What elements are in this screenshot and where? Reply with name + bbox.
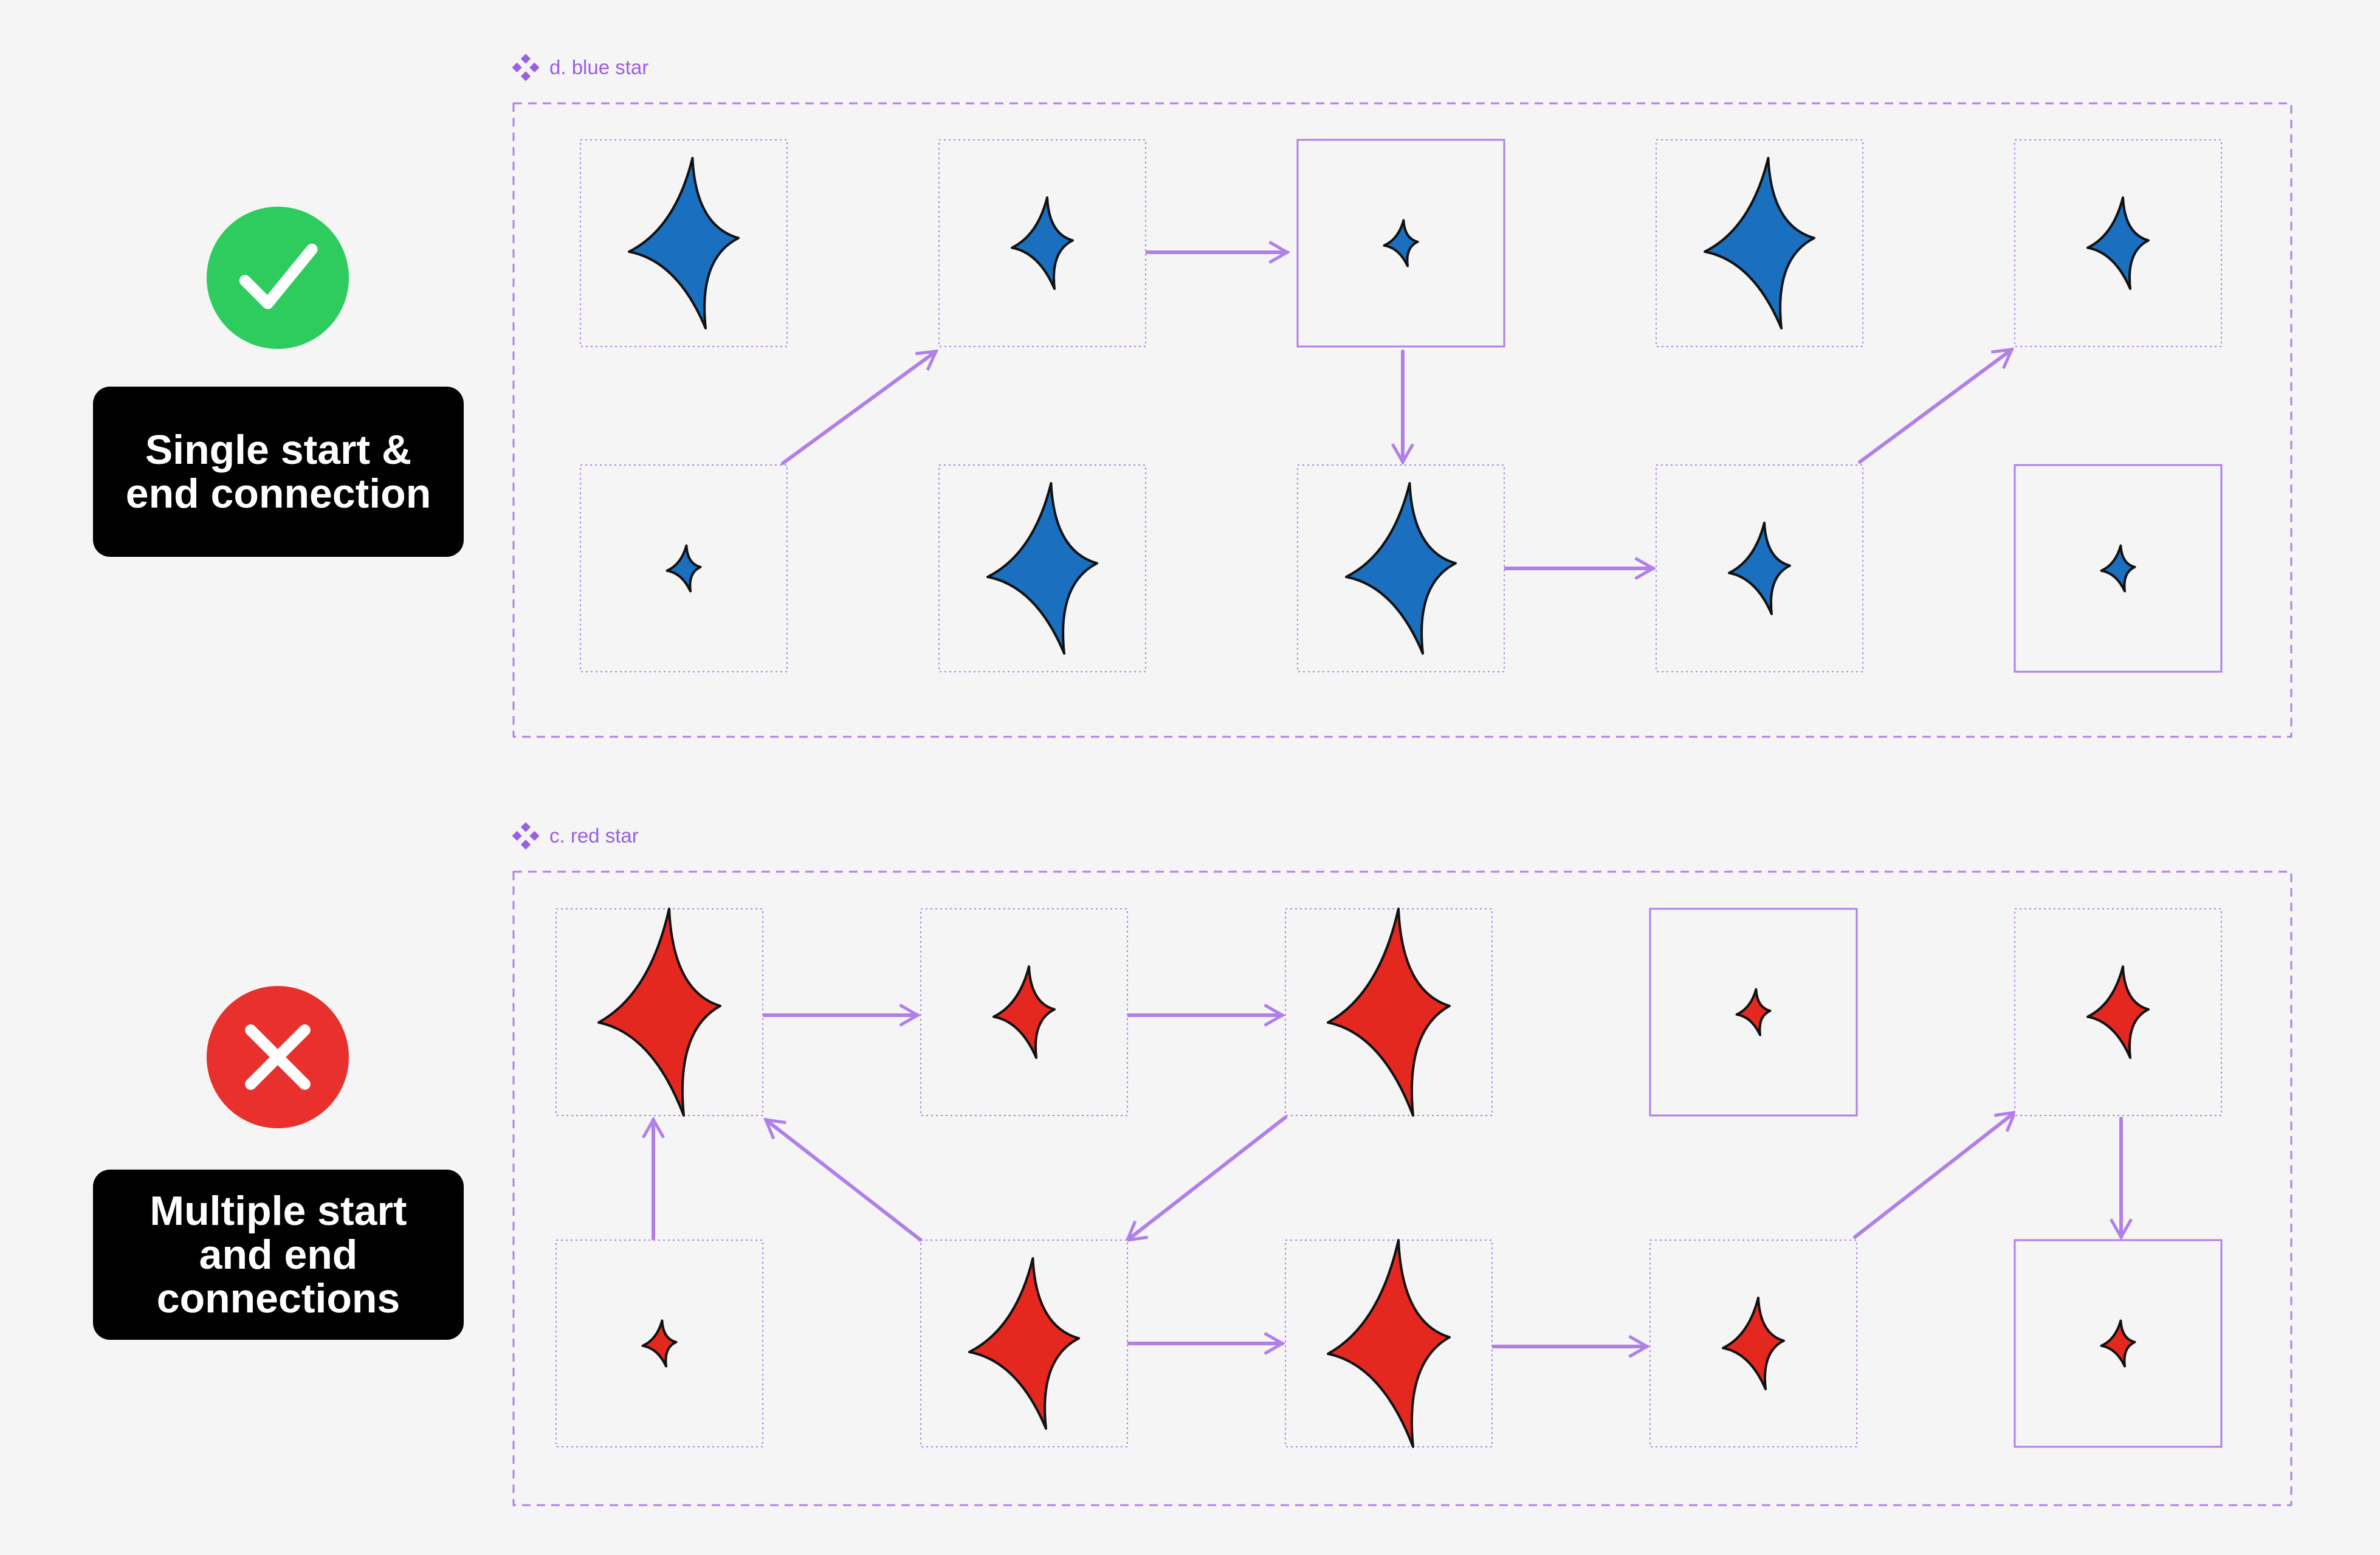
blue-star-star-icon xyxy=(986,482,1098,655)
red-star-node[interactable] xyxy=(555,908,763,1117)
blue-star-node[interactable] xyxy=(580,464,788,672)
red-star-star-icon xyxy=(1735,988,1772,1036)
blue-star-node[interactable] xyxy=(1296,139,1505,348)
blue-star-node[interactable] xyxy=(580,139,788,347)
blue-star-star-icon xyxy=(628,157,740,329)
good-status-badge xyxy=(207,207,349,349)
red-star-star-icon xyxy=(641,1319,678,1368)
blue-star-node[interactable] xyxy=(938,464,1146,672)
checkmark-icon xyxy=(207,207,349,349)
blue-star-star-icon xyxy=(1345,482,1457,655)
component-icon xyxy=(512,822,540,850)
blue-star-star-icon xyxy=(2086,196,2150,290)
blue-star-node[interactable] xyxy=(2014,139,2222,347)
component-icon xyxy=(512,53,540,81)
red-star-node[interactable] xyxy=(1285,908,1493,1117)
red-star-star-icon xyxy=(1327,1239,1451,1448)
blue-star-node[interactable] xyxy=(938,139,1146,347)
red-star-star-icon xyxy=(597,908,721,1117)
blue-star-node[interactable] xyxy=(1656,139,1863,347)
blue-star-star-icon xyxy=(1011,196,1074,290)
red-star-star-icon xyxy=(992,965,1056,1059)
blue-star-frame xyxy=(512,102,2292,738)
connection-arrow[interactable] xyxy=(1853,1110,2018,1239)
red-star-node[interactable] xyxy=(920,1240,1128,1447)
red-star-node[interactable] xyxy=(555,1240,763,1447)
connection-arrow[interactable] xyxy=(1858,347,2015,464)
blue-star-star-icon xyxy=(1383,219,1419,267)
red-star-frame-tag[interactable]: c. red star xyxy=(512,822,639,850)
red-star-star-icon xyxy=(1327,908,1451,1117)
red-star-star-icon xyxy=(968,1257,1080,1430)
good-example-label: Single start & end connection xyxy=(93,387,464,557)
connection-arrow[interactable] xyxy=(1124,1115,1287,1243)
blue-star-node[interactable] xyxy=(2014,464,2223,673)
red-star-node[interactable] xyxy=(1285,1239,1493,1448)
red-star-frame-label: c. red star xyxy=(549,824,639,847)
red-star-node[interactable] xyxy=(1649,1240,1857,1447)
blue-star-frame-tag[interactable]: d. blue star xyxy=(512,53,648,81)
bad-example-label-text: Multiple start and end connections xyxy=(150,1187,407,1322)
red-star-node[interactable] xyxy=(2014,1239,2223,1448)
x-mark-icon xyxy=(207,986,349,1128)
red-star-frame xyxy=(512,871,2292,1506)
blue-star-star-icon xyxy=(666,544,702,593)
red-star-node[interactable] xyxy=(920,908,1128,1116)
red-star-node-frame xyxy=(2014,1239,2223,1448)
connection-arrow[interactable] xyxy=(763,1117,923,1242)
red-star-node[interactable] xyxy=(2014,908,2222,1116)
bad-status-badge xyxy=(207,986,349,1128)
blue-star-star-icon xyxy=(1728,522,1791,615)
red-star-star-icon xyxy=(1722,1297,1785,1390)
red-star-star-icon xyxy=(2100,1319,2136,1368)
good-example-label-text: Single start & end connection xyxy=(125,426,432,517)
bad-example-label: Multiple start and end connections xyxy=(93,1170,464,1340)
blue-star-node[interactable] xyxy=(1297,464,1505,672)
red-star-node[interactable] xyxy=(1649,908,1858,1117)
blue-star-star-icon xyxy=(2100,544,2136,593)
connection-arrow[interactable] xyxy=(781,350,939,465)
blue-star-node[interactable] xyxy=(1656,464,1863,672)
blue-star-star-icon xyxy=(1704,157,1815,329)
red-star-star-icon xyxy=(2086,965,2150,1059)
blue-star-frame-label: d. blue star xyxy=(549,56,649,78)
